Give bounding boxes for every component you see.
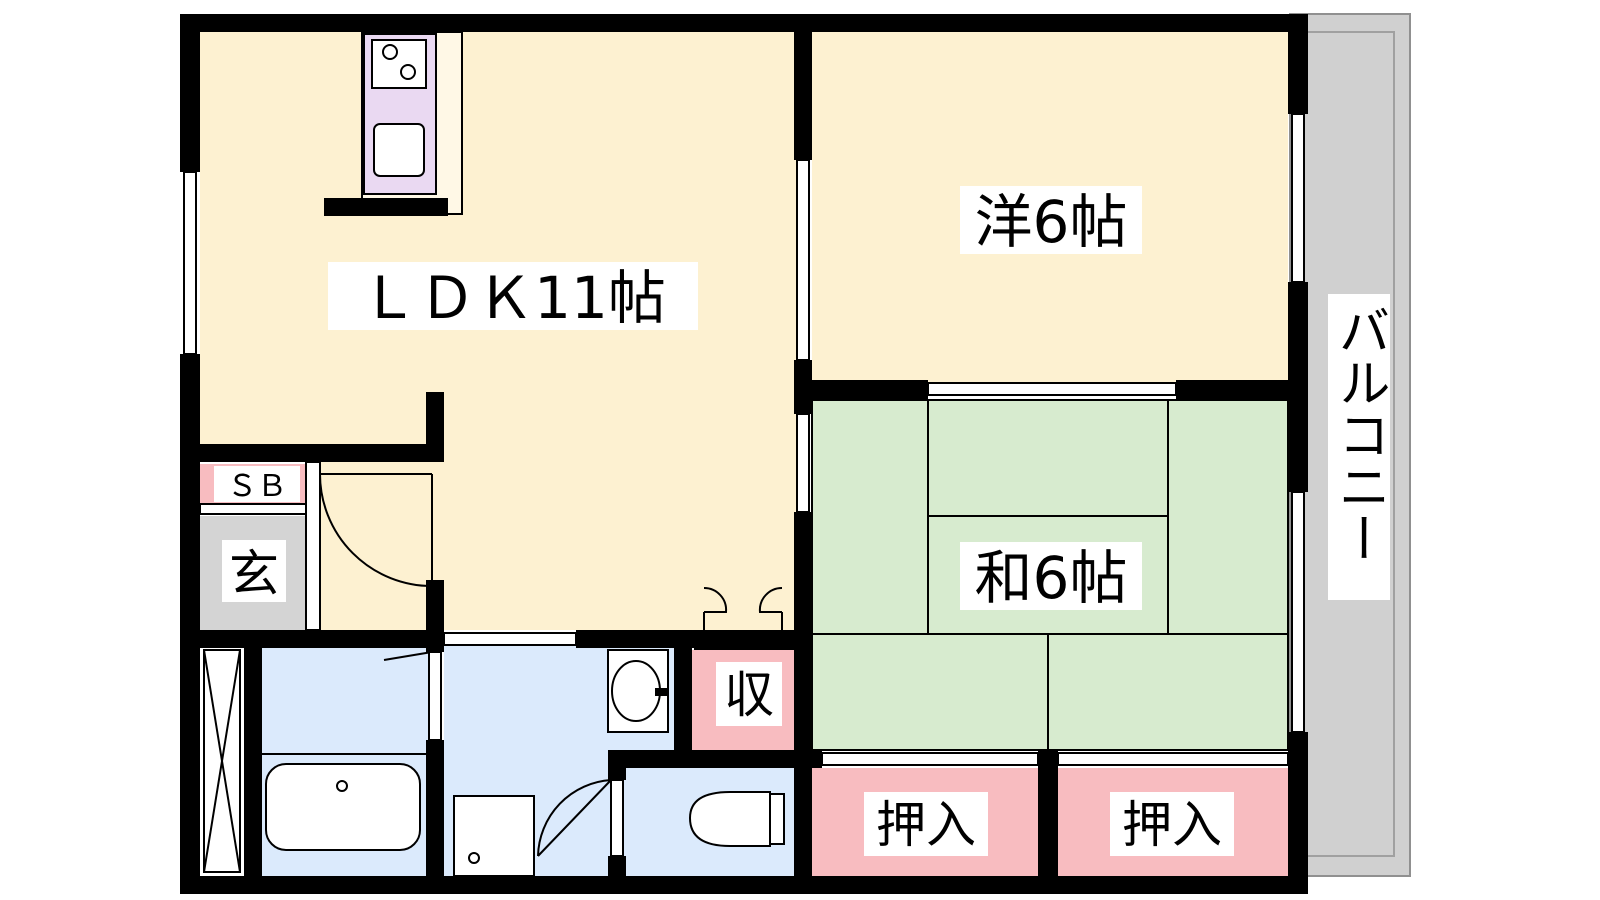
wall-bath-wash — [426, 740, 444, 876]
label-bg — [1328, 294, 1390, 600]
bath-door-frame — [428, 651, 442, 741]
toilet-door-swing — [537, 779, 612, 857]
stove — [371, 39, 427, 89]
shoebox-label: ＳＢ — [227, 469, 287, 504]
wall-west-japan-left — [800, 380, 928, 400]
closet-door-right — [1057, 752, 1289, 766]
wall-ldk-east-low — [794, 512, 812, 876]
label-bg — [716, 662, 782, 726]
wall-utility — [244, 648, 262, 876]
utility-closet — [200, 646, 250, 876]
entrance-frame — [305, 461, 321, 631]
window-ldk-west — [183, 171, 197, 355]
entrance-door-swing — [319, 473, 433, 587]
sink — [373, 123, 425, 177]
burner-icon — [382, 44, 398, 60]
wall-wet-north-mid — [576, 630, 694, 648]
label-bg — [864, 792, 988, 856]
wall-closet-divider — [1038, 750, 1058, 876]
wall-right-top — [1288, 14, 1308, 114]
wall-west-japan-right — [1176, 380, 1288, 400]
faucet — [655, 688, 667, 696]
label-bg — [960, 186, 1142, 254]
entrance-label: 玄 — [229, 545, 279, 603]
label-bg — [222, 540, 286, 602]
wall-toilet-west-low — [608, 856, 626, 876]
toilet-door-frame — [610, 779, 624, 857]
washing-machine-pan — [453, 795, 535, 877]
sliding-door-ldk-japanese — [796, 413, 810, 513]
swing-doors — [319, 473, 783, 857]
label-bg — [214, 466, 300, 502]
window-western-east — [1291, 113, 1305, 283]
closet-left-label: 押入 — [876, 796, 976, 854]
ldk-floor-lower — [420, 420, 800, 630]
bathtub-drain — [336, 780, 348, 792]
fixtures — [262, 649, 785, 877]
sliding-door-west-japan — [927, 382, 1177, 396]
storage-door-swing-left — [703, 586, 728, 630]
tatami-mat — [1047, 633, 1289, 751]
wall-right-mid — [1288, 282, 1308, 492]
wall-top — [180, 14, 1308, 32]
bathtub — [265, 763, 421, 851]
wall-bath-wash-upper — [426, 648, 444, 652]
ldk-label: ＬＤＫ11帖 — [360, 264, 666, 332]
wall-wet-north-right — [694, 630, 794, 650]
wall-storage-west — [674, 630, 692, 766]
wall-wet-north-left — [180, 630, 444, 648]
storage-door-swing-right — [758, 586, 783, 630]
wall-storage-south — [608, 750, 812, 768]
western-room-label: 洋6帖 — [975, 188, 1128, 256]
wall-left-lower — [180, 354, 200, 894]
drain — [468, 852, 480, 864]
burner-icon — [400, 64, 416, 80]
cross-line — [203, 649, 241, 873]
wall-entrance-north — [180, 444, 444, 462]
wall-ldk-east-top — [794, 32, 812, 160]
window-japanese-east — [1291, 491, 1305, 733]
wall-bottom — [180, 876, 1308, 894]
balcony-label: バルコニー — [1329, 304, 1389, 564]
wall-toilet-west — [608, 750, 626, 780]
toilet-bowl — [688, 791, 771, 847]
storage-label: 収 — [724, 666, 774, 724]
japanese-room-label: 和6帖 — [975, 544, 1128, 612]
label-bg — [1110, 792, 1234, 856]
sliding-door-ldk-western — [796, 159, 810, 361]
sliding-door-wash — [443, 632, 577, 646]
walls — [180, 14, 1308, 894]
wall-right-bottom — [1288, 732, 1308, 894]
toilet-tank — [769, 793, 785, 845]
kitchen-partition — [324, 198, 448, 216]
openings — [183, 113, 1305, 857]
label-bg — [960, 542, 1142, 610]
shoebox-shelf — [199, 503, 307, 515]
hall-floor — [314, 456, 432, 630]
label-bg — [328, 262, 698, 330]
closet-right-label: 押入 — [1122, 796, 1222, 854]
kitchen-counter — [361, 31, 463, 215]
bath-door-leaf — [383, 651, 433, 661]
utility-closet-mark — [203, 649, 241, 873]
closet-door-left — [821, 752, 1039, 766]
labels: ＬＤＫ11帖 洋6帖 和6帖 ＳＢ 玄 収 押入 押入 バルコニー — [214, 186, 1390, 856]
ldk-floor — [200, 32, 800, 444]
utility-closet-outline — [203, 649, 241, 873]
floors — [200, 13, 1411, 878]
wall-left-upper — [180, 14, 200, 172]
